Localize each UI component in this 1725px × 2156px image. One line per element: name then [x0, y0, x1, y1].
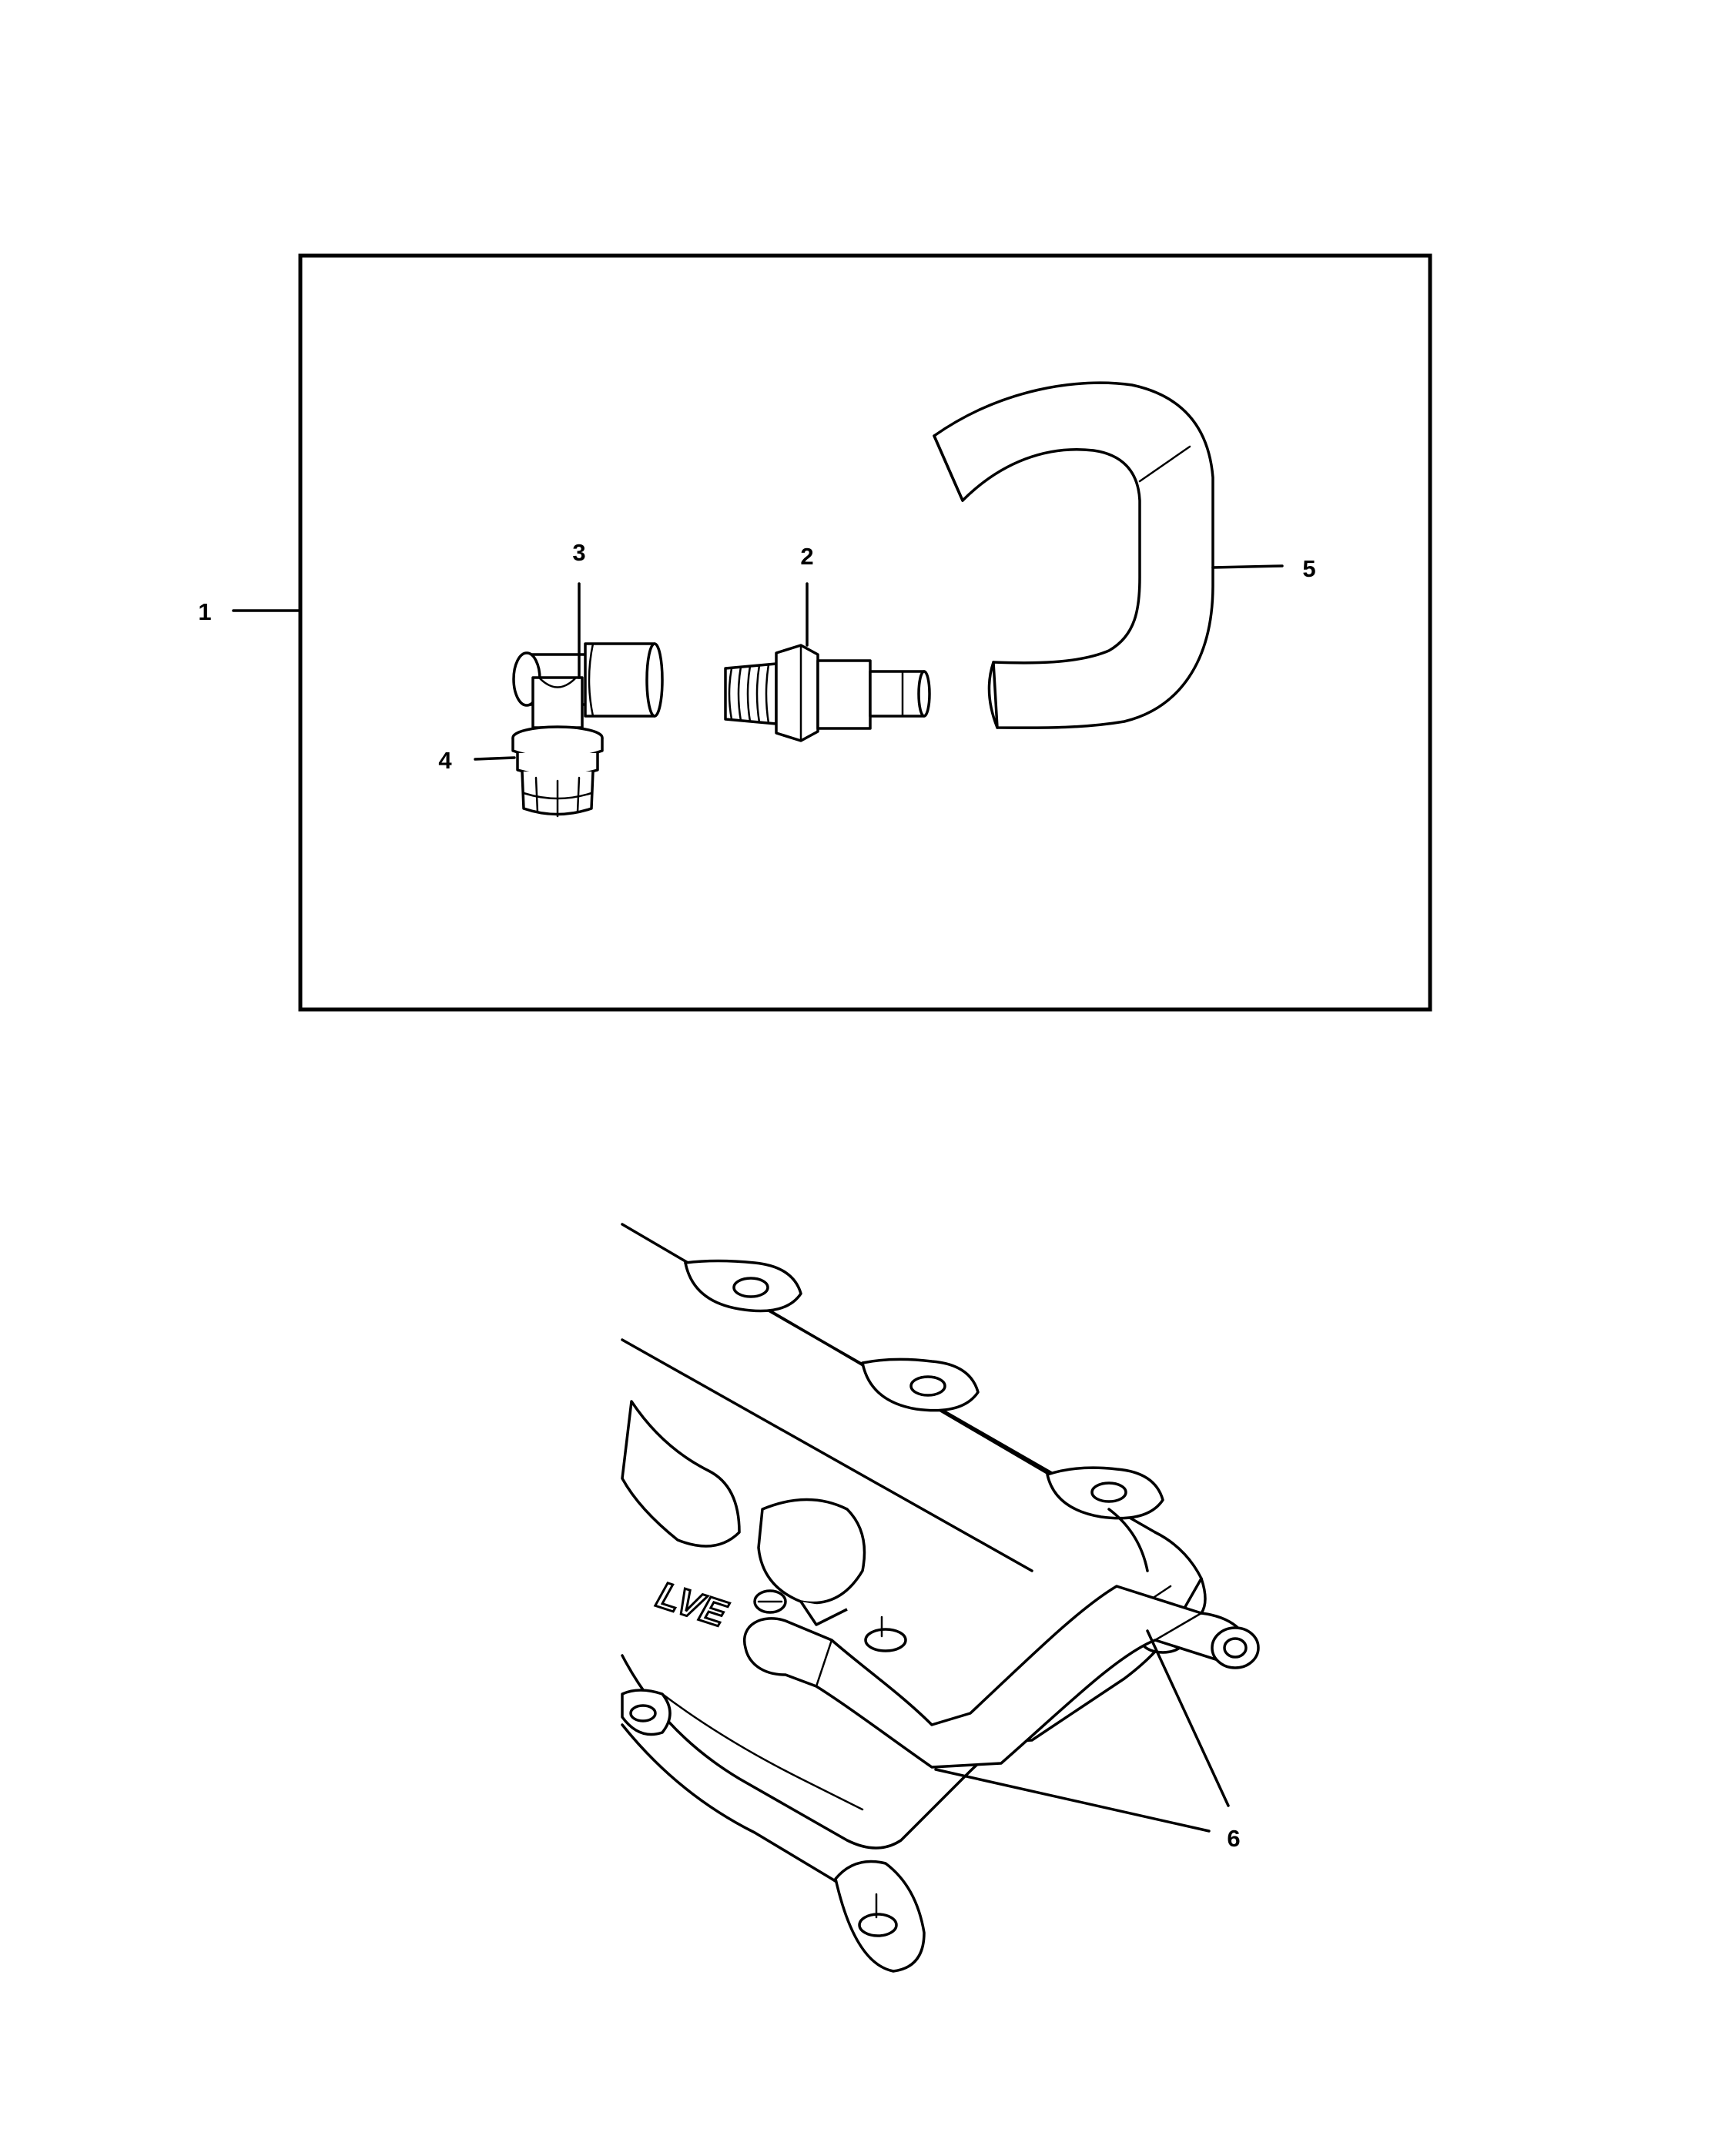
leader-6a: [934, 1768, 1211, 1833]
valve-cover-view: LVE: [621, 1223, 1260, 1973]
engraving-text: LVE: [652, 1575, 733, 1635]
elbow-connector: [512, 642, 664, 729]
grommet: [511, 725, 604, 818]
callout-3: 3: [572, 539, 585, 566]
leader-6b: [1146, 1629, 1230, 1807]
callout-2: 2: [800, 543, 813, 570]
leader-4: [474, 756, 516, 761]
callout-6: 6: [1227, 1825, 1240, 1852]
callout-1: 1: [198, 598, 211, 625]
callout-5: 5: [1302, 555, 1315, 582]
hose: [933, 381, 1214, 729]
pcv-valve: [724, 644, 931, 742]
kit-frame: [298, 253, 1432, 1012]
callout-4: 4: [438, 747, 452, 774]
leader-5: [1211, 564, 1284, 569]
